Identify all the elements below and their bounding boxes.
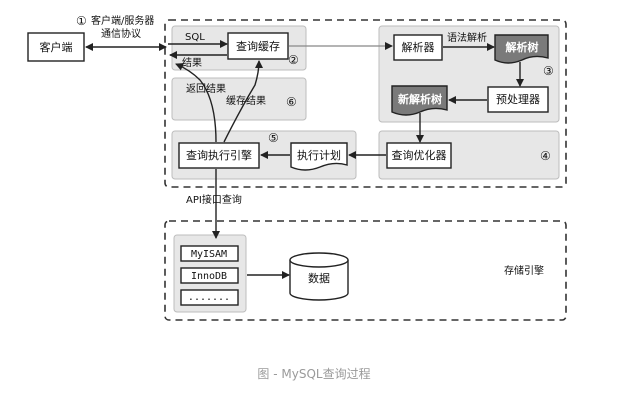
sql-label: SQL bbox=[185, 32, 205, 43]
client-box bbox=[27, 32, 85, 62]
preprocessor-box bbox=[487, 86, 549, 113]
new-parse-tree-shape bbox=[391, 85, 448, 116]
grammar-parse-label: 语法解析 bbox=[447, 31, 487, 44]
cache-result-arrow bbox=[223, 60, 263, 143]
storage-engine-label: 存储引擎 bbox=[504, 264, 544, 277]
parser-label: 解析器 bbox=[402, 40, 435, 54]
query-engine-label: 查询执行引擎 bbox=[186, 148, 252, 162]
return-result-arrow bbox=[175, 63, 217, 143]
parse-tree-shape bbox=[494, 34, 549, 64]
protocol-label-2: 通信协议 bbox=[101, 27, 141, 40]
protocol-label-1: 客户端/服务器 bbox=[91, 14, 154, 27]
execution-plan-label: 执行计划 bbox=[297, 148, 341, 162]
api-query-label: API接口查询 bbox=[186, 193, 242, 206]
data-cylinder bbox=[289, 260, 349, 301]
myisam-box bbox=[180, 245, 239, 262]
query-engine-box bbox=[178, 142, 260, 169]
preprocessor-label: 预处理器 bbox=[496, 93, 540, 106]
query-cache-label: 查询缓存 bbox=[236, 39, 280, 53]
query-optimizer-label: 查询优化器 bbox=[392, 148, 447, 162]
data-label: 数据 bbox=[308, 271, 330, 285]
myisam-label: MyISAM bbox=[191, 249, 227, 260]
storage-layer-boundary bbox=[164, 220, 567, 321]
execution-plan-shape bbox=[290, 142, 348, 171]
return-result-label: 返回结果 bbox=[186, 82, 226, 95]
server-layer-boundary bbox=[164, 19, 567, 188]
new-parse-tree-label: 新解析树 bbox=[398, 92, 442, 106]
query-cache-box bbox=[227, 32, 289, 60]
parse-tree-label: 解析树 bbox=[506, 40, 539, 54]
step-4-marker: ④ bbox=[540, 149, 551, 163]
cache-result-label: 缓存结果 bbox=[226, 94, 266, 107]
innodb-box bbox=[180, 267, 239, 284]
step-6-marker: ⑥ bbox=[286, 95, 297, 109]
more-engines-label: ....... bbox=[188, 292, 230, 303]
client-label: 客户端 bbox=[40, 40, 73, 54]
query-optimizer-box bbox=[386, 142, 452, 169]
step-3-marker: ③ bbox=[543, 64, 554, 78]
result-label: 结果 bbox=[182, 56, 202, 69]
parser-box bbox=[393, 34, 443, 61]
data-cylinder-top bbox=[289, 252, 349, 268]
step-5-marker: ⑤ bbox=[268, 131, 279, 145]
step-1-marker: ① bbox=[76, 14, 87, 28]
innodb-label: InnoDB bbox=[191, 271, 227, 282]
step-2-marker: ② bbox=[288, 53, 299, 67]
more-engines-box bbox=[180, 289, 239, 306]
figure-caption: 图 - MySQL查询过程 bbox=[257, 367, 371, 381]
